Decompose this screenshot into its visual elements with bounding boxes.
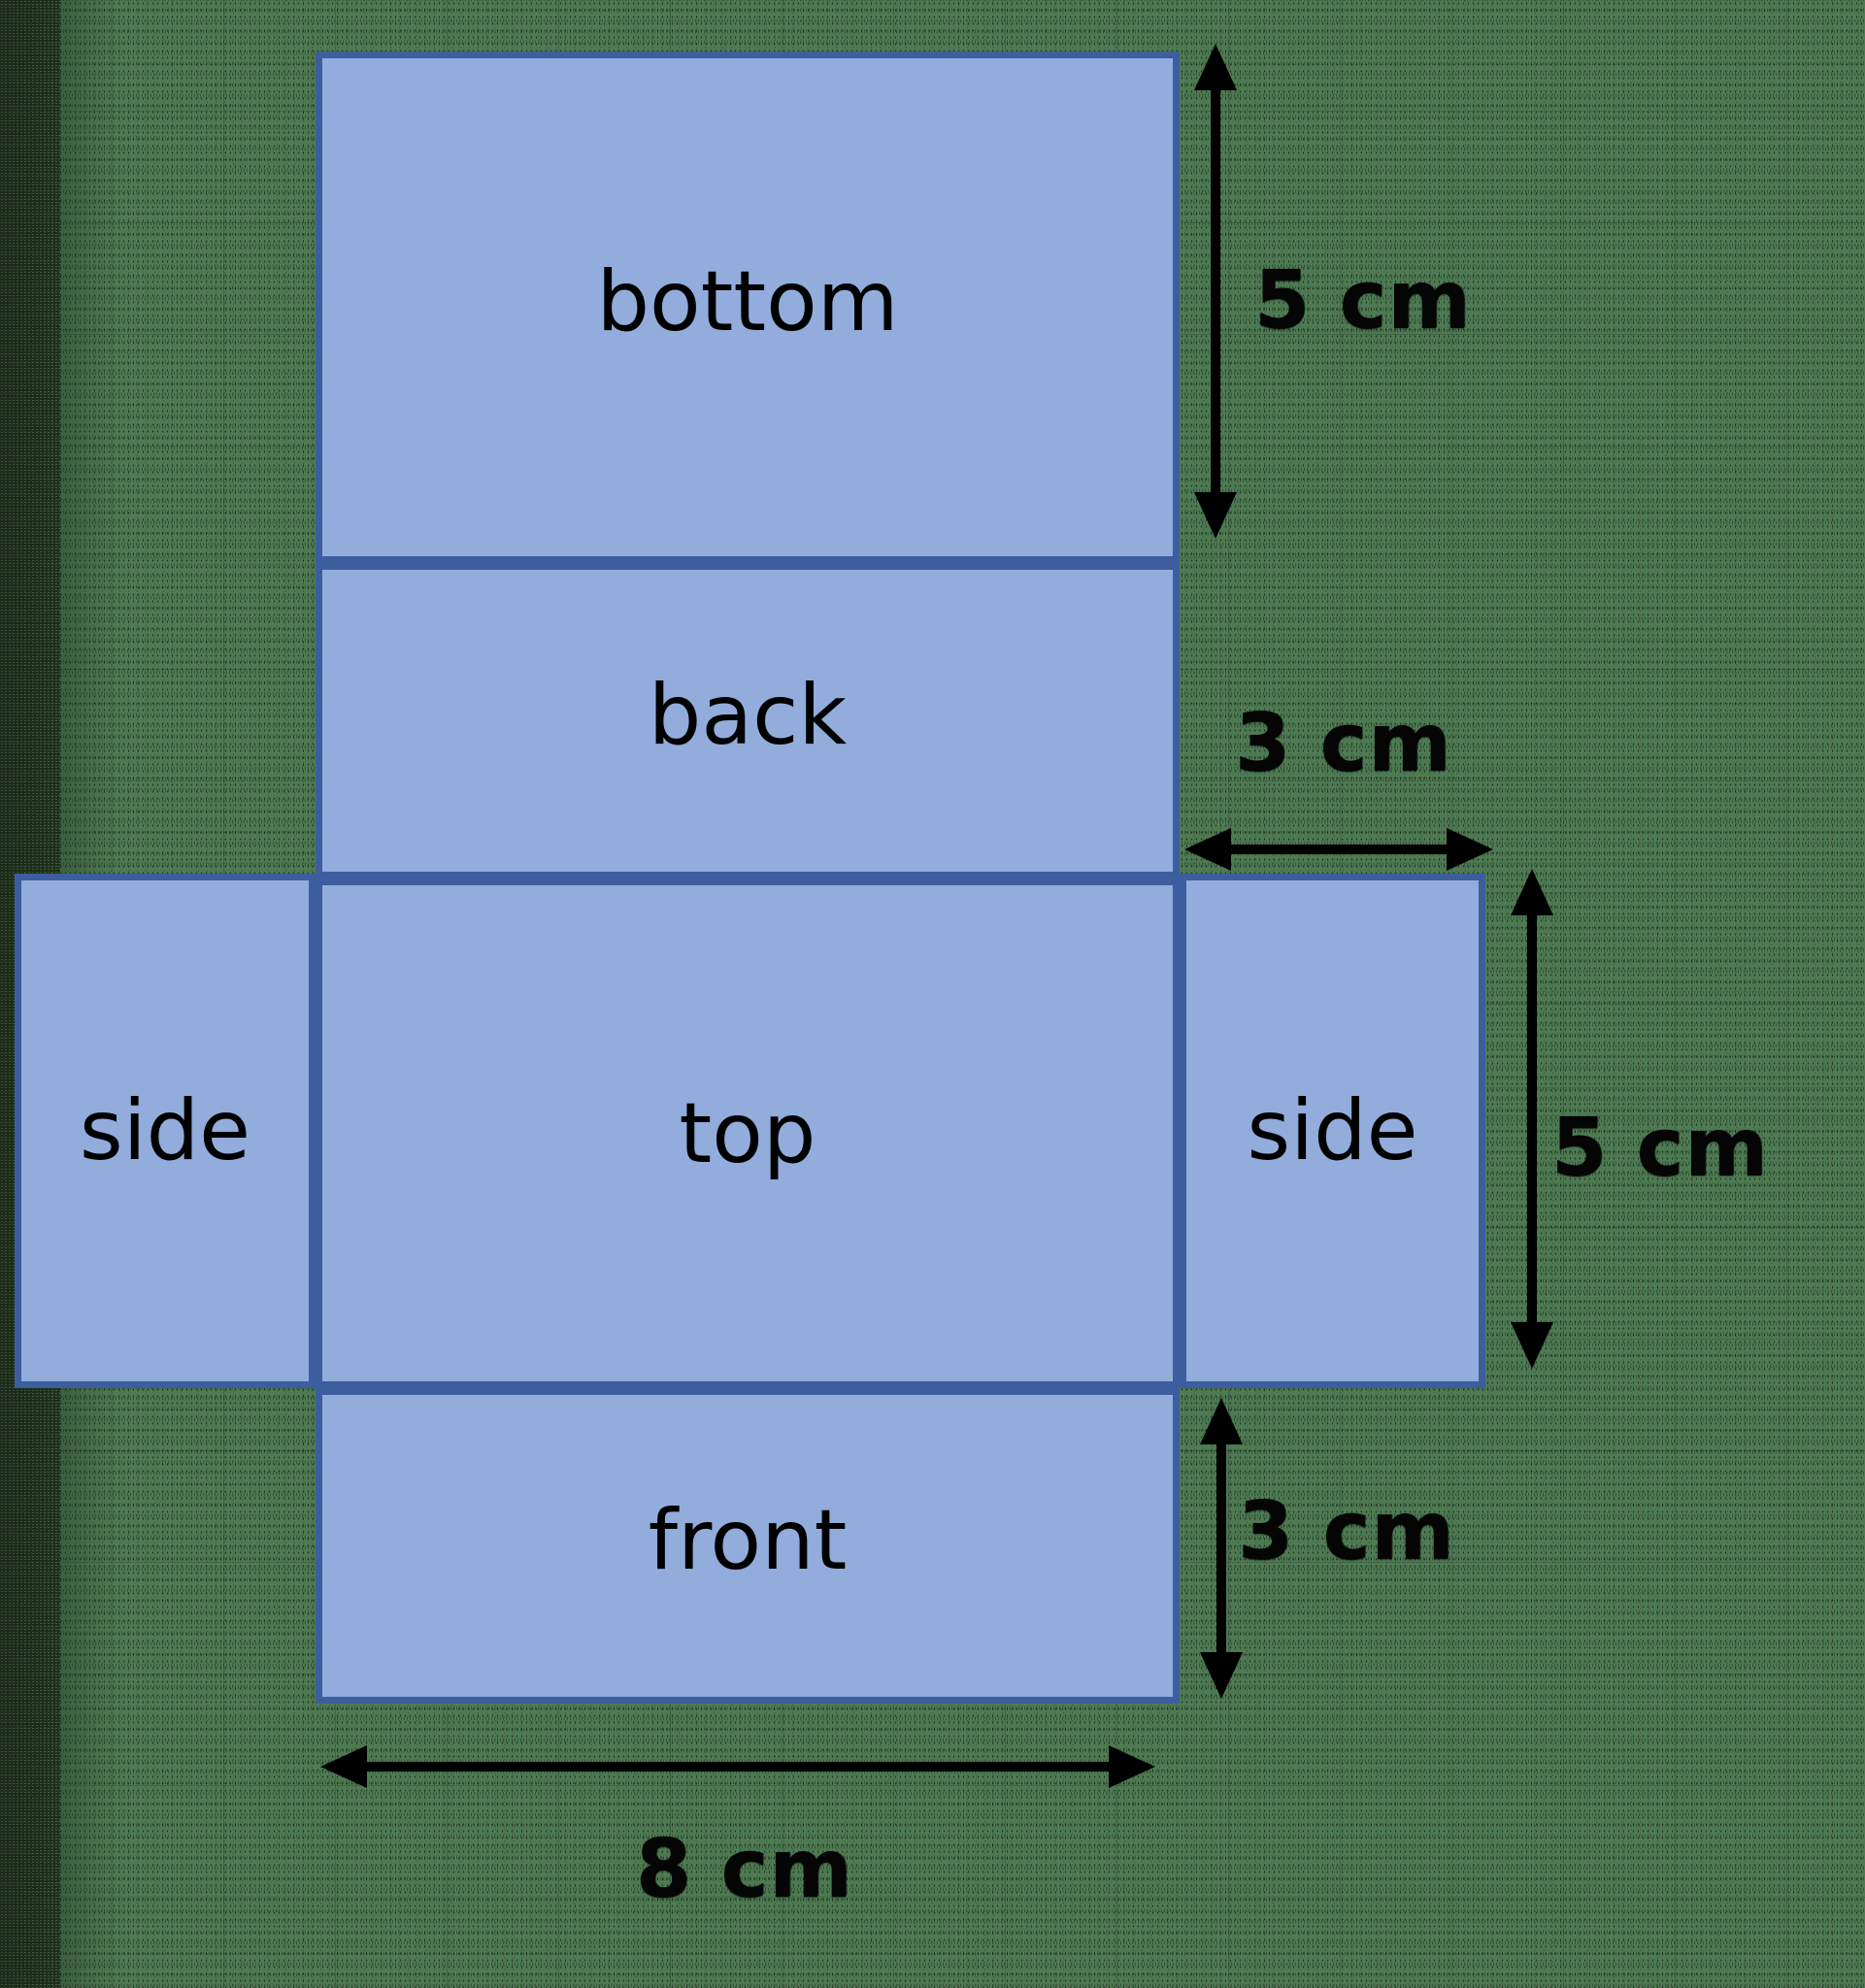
dimension-label-back-depth: 3 cm [1235, 697, 1452, 789]
dimension-label-bottom-height: 5 cm [1254, 254, 1472, 347]
dimension-label-side-height: 5 cm [1551, 1102, 1769, 1194]
panel-back: back [316, 563, 1180, 878]
panel-back-label: back [648, 666, 848, 764]
dimension-label-width: 8 cm [636, 1823, 853, 1915]
dimension-arrow-front-height [1192, 1398, 1250, 1699]
panel-top: top [316, 878, 1180, 1388]
dimension-label-front-height: 3 cm [1238, 1485, 1455, 1577]
panel-side-right-label: side [1247, 1082, 1418, 1179]
panel-side-left-label: side [79, 1082, 251, 1179]
dimension-arrow-bottom-height [1186, 44, 1245, 539]
panel-front-label: front [648, 1491, 848, 1589]
panel-front: front [316, 1388, 1180, 1704]
panel-bottom-label: bottom [596, 252, 899, 350]
panel-bottom: bottom [316, 51, 1180, 563]
panel-side-left: side [15, 874, 316, 1388]
dimension-arrow-side-height [1503, 869, 1561, 1369]
dimension-arrow-back-depth [1184, 820, 1493, 878]
panel-top-label: top [679, 1084, 816, 1182]
panel-side-right: side [1180, 874, 1485, 1388]
dimension-arrow-width [320, 1738, 1155, 1796]
